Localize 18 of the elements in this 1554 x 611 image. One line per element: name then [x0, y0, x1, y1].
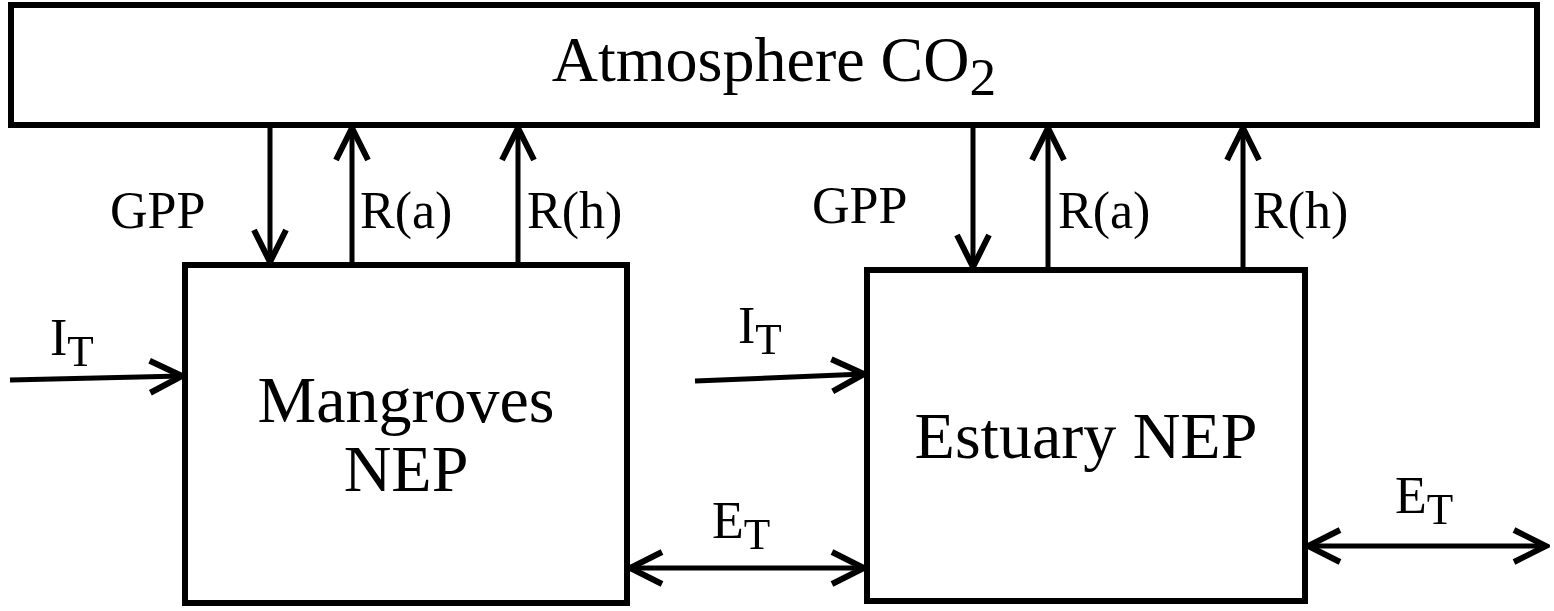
edge-label: I$_{T}$ — [50, 312, 94, 374]
arrow — [954, 128, 992, 270]
edge-label: I$_{T}$ — [738, 300, 782, 362]
process-box — [182, 262, 630, 606]
edge-label: GPP — [110, 185, 206, 237]
arrow — [251, 128, 289, 265]
edge-label: R(h) — [1253, 185, 1349, 237]
process-box — [864, 267, 1308, 604]
box-label: Mangroves NEP — [256, 364, 556, 504]
box-label: Atmosphere CO$_{2}$ — [551, 25, 997, 105]
process-box — [8, 2, 1540, 128]
edge-label: R(h) — [527, 185, 623, 237]
edge-label: E$_{T}$ — [1395, 470, 1454, 532]
edge-label: R(a) — [1058, 185, 1151, 237]
box-label: Estuary NEP — [914, 400, 1258, 471]
edge-label: E$_{T}$ — [712, 495, 771, 557]
edge-label: R(a) — [360, 185, 453, 237]
edge-label: GPP — [812, 180, 908, 232]
